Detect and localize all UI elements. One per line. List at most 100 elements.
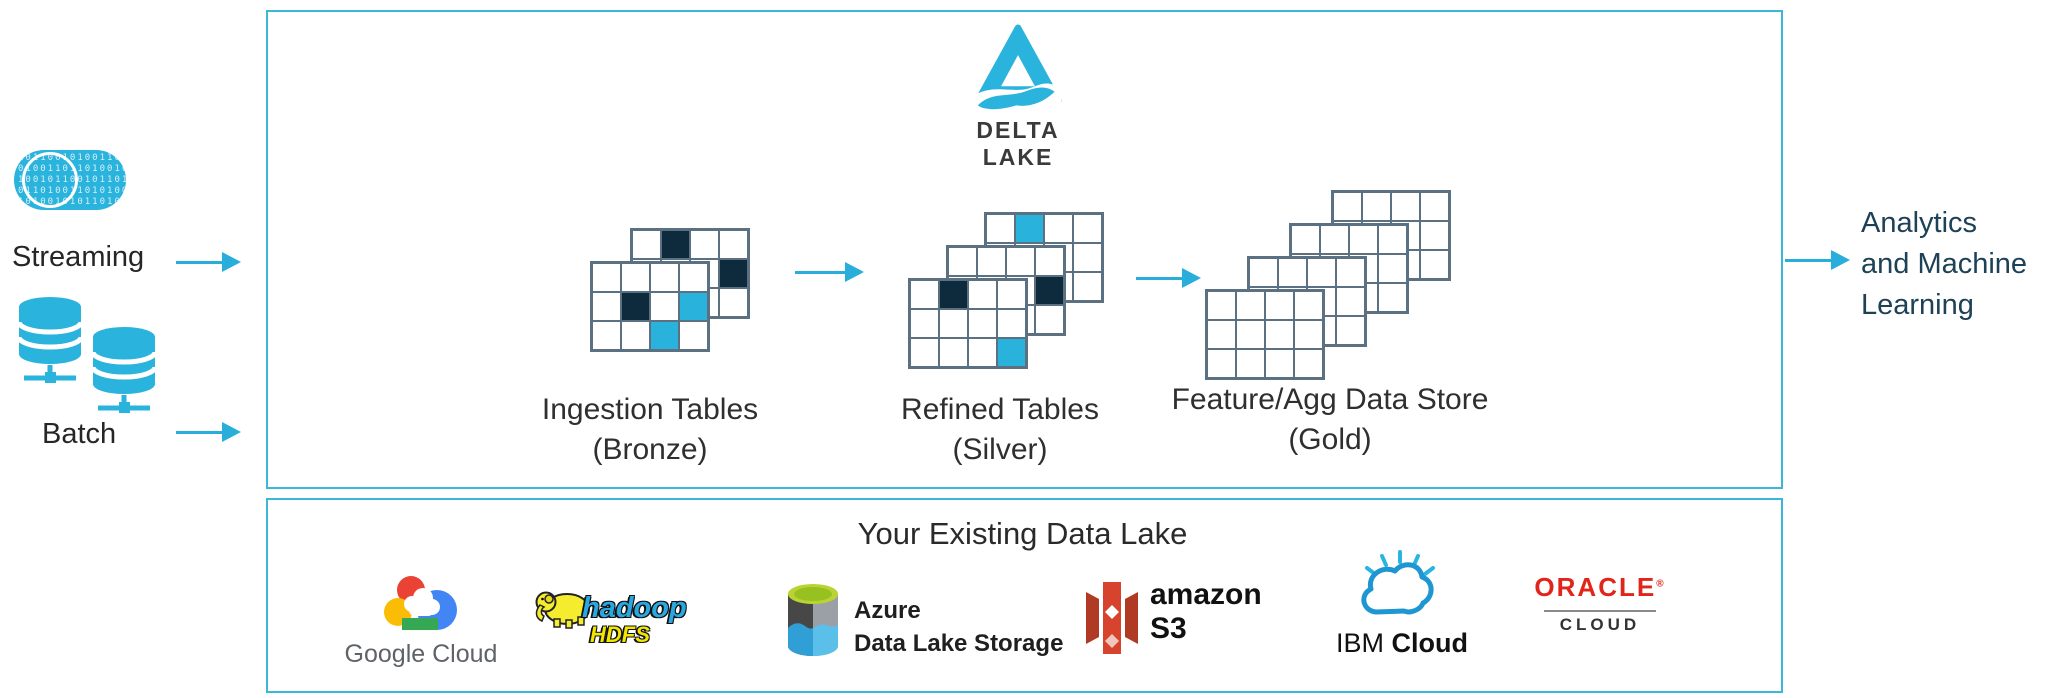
oracle-registered-mark: ® [1656, 578, 1666, 590]
table-cell [719, 288, 748, 317]
existing-data-lake-title: Your Existing Data Lake [857, 516, 1188, 551]
table-cell [1006, 247, 1035, 276]
table-cell [939, 280, 968, 309]
table-cell [1336, 287, 1365, 316]
amazon-s3-icon [1086, 582, 1138, 654]
table-cell [977, 247, 1006, 276]
azure-label-line1: Azure [854, 597, 921, 624]
table-cell [1265, 320, 1294, 349]
table-cell [661, 230, 690, 259]
table-cell [997, 280, 1026, 309]
ibm-cloud-label: IBM Cloud [1322, 628, 1482, 659]
table-cell [1378, 225, 1407, 254]
table-cell [1044, 214, 1073, 243]
table-cell [1320, 225, 1349, 254]
google-cloud-icon [384, 576, 457, 630]
table-cell [1336, 316, 1365, 345]
bronze-label-line2: (Bronze) [592, 433, 708, 466]
output-arrow-icon [1785, 250, 1850, 270]
table-cell [1420, 192, 1449, 221]
table-cell [1236, 320, 1265, 349]
ibm-label-part2: Cloud [1391, 628, 1468, 658]
table-cell [592, 263, 621, 292]
oracle-cloud-label: CLOUD [1559, 615, 1641, 634]
existing-data-lake-box [266, 498, 1783, 693]
table-cell [679, 292, 708, 321]
table-cell [650, 263, 679, 292]
table-cell [1349, 225, 1378, 254]
table-cell [1294, 320, 1323, 349]
table-cell [621, 321, 650, 350]
streaming-arrow-icon [176, 252, 241, 272]
bronze-stage-label: Ingestion Tables (Bronze) [495, 390, 805, 470]
delta-lake-triangle-icon [968, 24, 1062, 110]
streaming-icon: 1011001010011010110 0100110110100101101 … [14, 150, 126, 210]
table-cell [650, 321, 679, 350]
delta-lake-wordmark: DELTA LAKE [976, 117, 1060, 170]
analytics-ml-label: Analytics and Machine Learning [1861, 207, 2028, 321]
silver-to-gold-arrow-icon [1136, 268, 1201, 288]
table-cell [948, 247, 977, 276]
table-cell [690, 230, 719, 259]
table-cell [968, 309, 997, 338]
table-cell [910, 338, 939, 367]
table-cell [621, 263, 650, 292]
table-cell [1265, 291, 1294, 320]
amazon-s3-label: amazon S3 [1150, 578, 1262, 646]
gold-label-line2: (Gold) [1288, 423, 1372, 456]
batch-arrow-icon [176, 422, 241, 442]
batch-databases-icon [16, 297, 158, 413]
table-cell [1362, 192, 1391, 221]
table-cell [592, 321, 621, 350]
table-cell [1278, 258, 1307, 287]
table-cell [910, 280, 939, 309]
silver-stage-label: Refined Tables (Silver) [845, 390, 1155, 470]
table-cell [719, 230, 748, 259]
gold-stage-label: Feature/Agg Data Store (Gold) [1135, 380, 1525, 460]
table-cell [910, 309, 939, 338]
ibm-label-part1: IBM [1335, 628, 1384, 658]
table-cell [1207, 291, 1236, 320]
table-cell [650, 292, 679, 321]
amazon-label-line2: S3 [1150, 612, 1187, 645]
table-cell [1015, 214, 1044, 243]
table-cell [1073, 243, 1102, 272]
table-cell [1391, 192, 1420, 221]
streaming-label: Streaming [12, 241, 145, 273]
table-cell [679, 321, 708, 350]
table-cell [986, 214, 1015, 243]
table-cell [1336, 258, 1365, 287]
table-cell [997, 338, 1026, 367]
table-cell [1207, 320, 1236, 349]
oracle-label: ORACLE® [1515, 572, 1685, 603]
table-cell [939, 338, 968, 367]
table-cell [1073, 272, 1102, 301]
hadoop-elephant-icon [535, 591, 590, 629]
table-cell [939, 309, 968, 338]
table-cell [1291, 225, 1320, 254]
batch-label: Batch [42, 418, 117, 450]
table-cell [1035, 247, 1064, 276]
bronze-label-line1: Ingestion Tables [541, 393, 759, 426]
amazon-label-line1: amazon [1150, 578, 1262, 611]
table-grid [908, 278, 1028, 369]
table-grid [946, 245, 1066, 336]
table-cell [1294, 349, 1323, 378]
table-cell [997, 309, 1026, 338]
gold-tables-icon [1205, 190, 1451, 380]
delta-lake-logo: DELTA LAKE [938, 24, 1098, 171]
table-cell [1294, 291, 1323, 320]
silver-label-line1: Refined Tables [901, 393, 1099, 426]
table-cell [1378, 254, 1407, 283]
ibm-cloud-icon [1361, 550, 1435, 615]
google-cloud-label: Google Cloud [344, 640, 498, 668]
table-cell [968, 280, 997, 309]
table-grid [590, 261, 710, 352]
table-cell [719, 259, 748, 288]
table-cell [1236, 349, 1265, 378]
table-cell [1307, 258, 1336, 287]
table-cell [1035, 305, 1064, 334]
table-cell [1420, 221, 1449, 250]
silver-tables-icon [908, 212, 1104, 369]
